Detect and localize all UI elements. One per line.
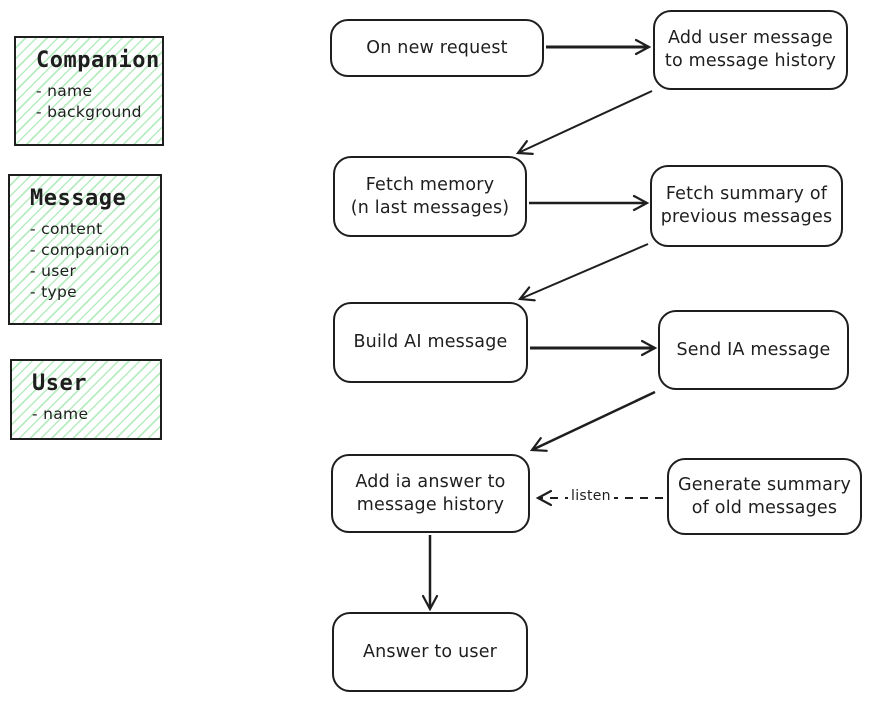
flow-node-fetch-summary: Fetch summary of previous messages <box>650 165 843 247</box>
entity-field: - name <box>36 82 93 100</box>
flow-node-generate-summary: Generate summary of old messages <box>667 458 862 535</box>
node-label: Add ia answer to message history <box>355 471 506 515</box>
flow-node-on-new-request: On new request <box>330 19 544 77</box>
entity-field: - name <box>32 405 89 423</box>
entity-field: - type <box>30 283 77 301</box>
flow-node-fetch-memory: Fetch memory (n last messages) <box>333 156 527 237</box>
node-label: Generate summary of old messages <box>677 474 852 518</box>
flow-node-add-user-message: Add user message to message history <box>653 10 848 90</box>
node-label: Add user message to message history <box>664 28 837 71</box>
node-label: On new request <box>366 37 508 58</box>
entity-title-user: User <box>32 371 87 396</box>
node-label: Fetch summary of previous messages <box>660 184 833 227</box>
node-label: Send IA message <box>676 339 831 360</box>
entity-field: - user <box>30 262 77 280</box>
entity-box-message: Message - content - companion - user - t… <box>8 174 162 325</box>
entity-box-companion: Companion - name - background <box>14 36 164 146</box>
entity-box-user: User - name <box>10 359 162 440</box>
entity-field: - companion <box>30 241 130 259</box>
node-label: Build AI message <box>353 332 508 353</box>
node-label: Answer to user <box>362 641 498 662</box>
flow-node-send-ia-message: Send IA message <box>658 310 849 390</box>
edge-sendia-to-addanswer <box>529 390 656 452</box>
flow-node-build-ai-message: Build AI message <box>333 302 528 383</box>
edge-fetchsummary-to-buildai <box>517 243 649 302</box>
entity-title-message: Message <box>30 186 127 211</box>
edge-adduser-to-fetchmemory <box>515 90 653 155</box>
edge-label-listen: listen <box>568 488 614 504</box>
entity-title-companion: Companion <box>36 48 160 73</box>
entity-field: - background <box>36 103 142 121</box>
entity-field: - content <box>30 220 103 238</box>
node-label: Fetch memory (n last messages) <box>350 174 510 218</box>
flow-node-answer-to-user: Answer to user <box>332 612 528 692</box>
flow-node-add-ia-answer: Add ia answer to message history <box>331 454 530 533</box>
